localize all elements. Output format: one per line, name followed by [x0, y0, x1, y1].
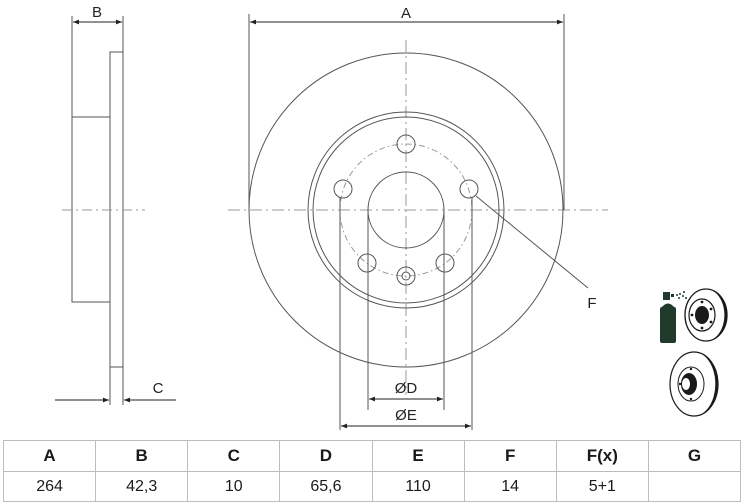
- value-A: 264: [2, 471, 97, 502]
- dimension-B: B: [73, 4, 122, 25]
- bolt-hole: [396, 134, 416, 154]
- value-C: 10: [187, 471, 281, 502]
- dimension-E: ØE: [341, 407, 471, 429]
- spray-coated-disc-icon: [660, 288, 728, 343]
- dimension-D: ØD: [369, 380, 443, 402]
- bolt-hole: [357, 253, 377, 273]
- value-G: [647, 471, 742, 502]
- header-F: F: [463, 440, 557, 472]
- technical-drawing: B C: [55, 4, 728, 430]
- dim-B-label: B: [92, 4, 102, 21]
- header-Fx: F(x): [555, 440, 649, 472]
- dimension-A: A: [250, 5, 563, 25]
- dim-C-label: C: [153, 380, 164, 397]
- dim-A-label: A: [401, 5, 411, 22]
- hub-ring-outer: [307, 111, 505, 309]
- bolt-hole: [333, 179, 353, 199]
- value-E: 110: [371, 471, 465, 502]
- specification-table: A B C D E F F(x) G 264 42,3 10 65,6 110 …: [2, 440, 742, 502]
- bolt-hole: [459, 179, 479, 199]
- header-G: G: [647, 440, 742, 472]
- header-B: B: [95, 440, 189, 472]
- value-Fx: 5+1: [555, 471, 649, 502]
- dimension-C: C: [55, 380, 176, 403]
- locating-hole-outer: [396, 266, 416, 286]
- bolt-hole: [435, 253, 455, 273]
- callout-F-label: F: [587, 295, 596, 312]
- value-D: 65,6: [279, 471, 373, 502]
- table-row: 264 42,3 10 65,6 110 14 5+1: [2, 471, 742, 502]
- dim-D-label: ØD: [395, 380, 418, 397]
- brake-disc-icon: [669, 351, 719, 417]
- front-view: [228, 14, 608, 430]
- header-D: D: [279, 440, 373, 472]
- value-B: 42,3: [95, 471, 189, 502]
- table-header-row: A B C D E F F(x) G: [2, 440, 742, 472]
- dim-E-label: ØE: [395, 407, 417, 424]
- header-C: C: [187, 440, 281, 472]
- value-F: 14: [463, 471, 557, 502]
- side-view: [62, 16, 145, 405]
- locating-hole-inner: [401, 271, 411, 281]
- header-E: E: [371, 440, 465, 472]
- hub-ring-inner: [312, 116, 500, 304]
- header-A: A: [2, 440, 97, 472]
